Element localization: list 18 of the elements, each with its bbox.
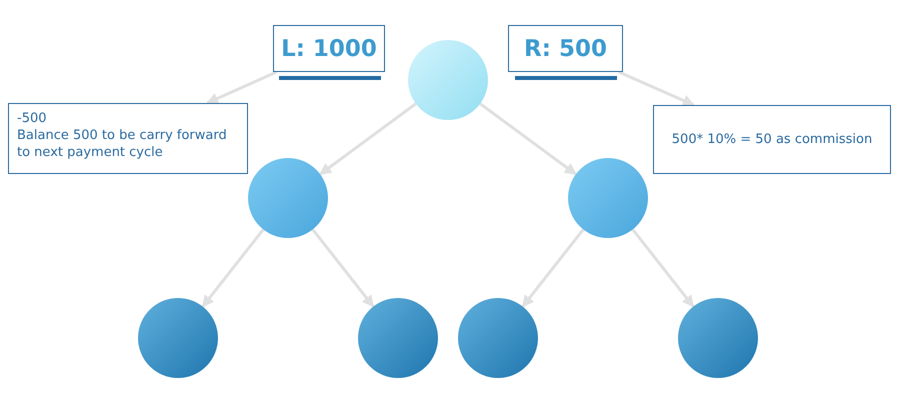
note-text: Balance 500 to be carry forward to next payment cycle xyxy=(17,127,228,161)
value-label: L: 1000 xyxy=(281,36,377,62)
note-text: -500 xyxy=(17,110,47,127)
arrow xyxy=(312,228,374,308)
note-box xyxy=(653,105,891,174)
note-text: 500* 10% = 50 as commission xyxy=(672,131,872,148)
circle-node xyxy=(248,158,328,238)
note-box xyxy=(8,103,248,174)
value-box xyxy=(273,25,385,72)
arrow xyxy=(618,70,695,106)
arrow xyxy=(479,102,577,176)
arrow xyxy=(206,70,278,104)
value-box xyxy=(508,25,623,72)
value-label: R: 500 xyxy=(524,36,607,62)
arrow xyxy=(319,102,417,176)
arrow xyxy=(202,228,264,308)
arrow xyxy=(632,228,694,308)
arrow xyxy=(522,228,584,308)
